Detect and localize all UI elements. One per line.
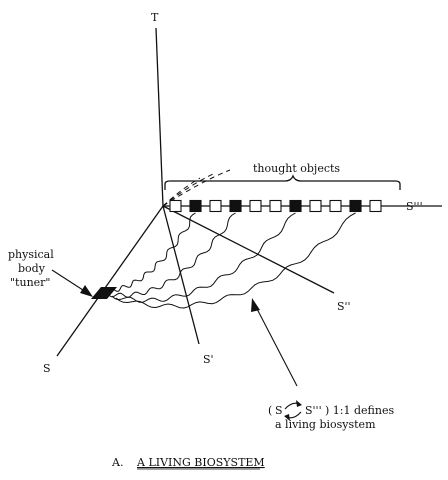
s-prime-label: S' <box>203 353 214 366</box>
thought-object-open <box>369 199 382 213</box>
tuner-arrow-head <box>80 285 93 297</box>
cycle-arrow-head-top <box>296 400 302 407</box>
body-label-line1: physical <box>8 248 54 261</box>
thought-object-open <box>209 199 222 213</box>
tuner-arrow-line <box>51 269 87 293</box>
dashed-ray <box>162 172 216 207</box>
thought-object-filled <box>229 199 242 213</box>
relation-arrow-head <box>251 298 260 312</box>
wavy-connection <box>115 212 356 309</box>
body-label-line3: "tuner" <box>10 276 50 289</box>
t-axis <box>155 27 164 207</box>
cycle-arrow-head-bottom <box>284 414 290 421</box>
physical-body-tuner <box>91 287 117 299</box>
relation-s: S <box>275 404 283 417</box>
thought-object-filled <box>349 199 362 213</box>
s-axis <box>56 205 164 357</box>
thought-object-filled <box>189 199 202 213</box>
s-double-prime-axis <box>162 205 335 294</box>
s-axis-label: S <box>43 362 51 375</box>
s-double-prime-label: S'' <box>337 300 351 313</box>
relation-s3: S''' <box>305 404 322 417</box>
thought-objects-brace <box>164 174 401 190</box>
relation-arrow-line <box>254 304 298 387</box>
t-axis-label: T <box>151 11 159 24</box>
thought-objects-row <box>169 199 382 213</box>
thought-object-open <box>249 199 262 213</box>
wavy-connection <box>107 212 236 298</box>
relation-line2: a living biosystem <box>275 418 376 431</box>
s-prime-axis <box>162 205 200 345</box>
relation-rest: ) 1:1 defines <box>325 404 394 417</box>
thought-object-open <box>169 199 182 213</box>
caption-letter: A. <box>111 456 123 469</box>
thought-object-open <box>309 199 322 213</box>
thought-object-filled <box>289 199 302 213</box>
thought-object-open <box>329 199 342 213</box>
thought-objects-label: thought objects <box>253 162 340 175</box>
body-label-line2: body <box>18 262 46 275</box>
wavy-connection <box>102 212 196 294</box>
relation-paren: ( <box>268 404 272 417</box>
thought-object-open <box>269 199 282 213</box>
s-triple-prime-label: S''' <box>406 200 423 213</box>
wavy-connections <box>102 212 356 309</box>
caption-title: A LIVING BIOSYSTEM <box>136 456 265 469</box>
